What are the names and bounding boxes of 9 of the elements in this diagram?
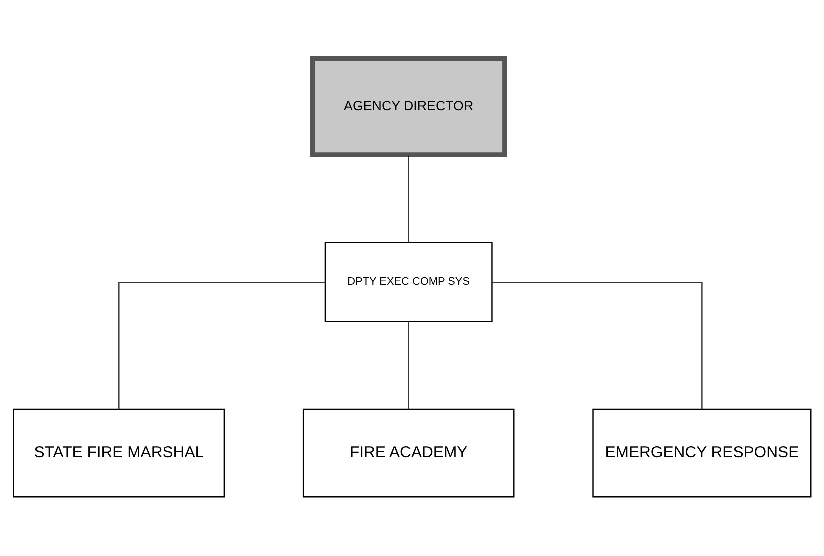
connector bbox=[408, 322, 409, 410]
connector bbox=[492, 282, 702, 410]
node-box: EMERGENCY RESPONSE bbox=[592, 408, 812, 498]
connector bbox=[408, 155, 409, 242]
connector bbox=[118, 282, 325, 410]
node-box: FIRE ACADEMY bbox=[302, 408, 514, 498]
node-box: DPTY EXEC COMP SYS bbox=[324, 242, 492, 322]
node-box: STATE FIRE MARSHAL bbox=[12, 408, 225, 498]
node-box: AGENCY DIRECTOR bbox=[310, 56, 507, 158]
